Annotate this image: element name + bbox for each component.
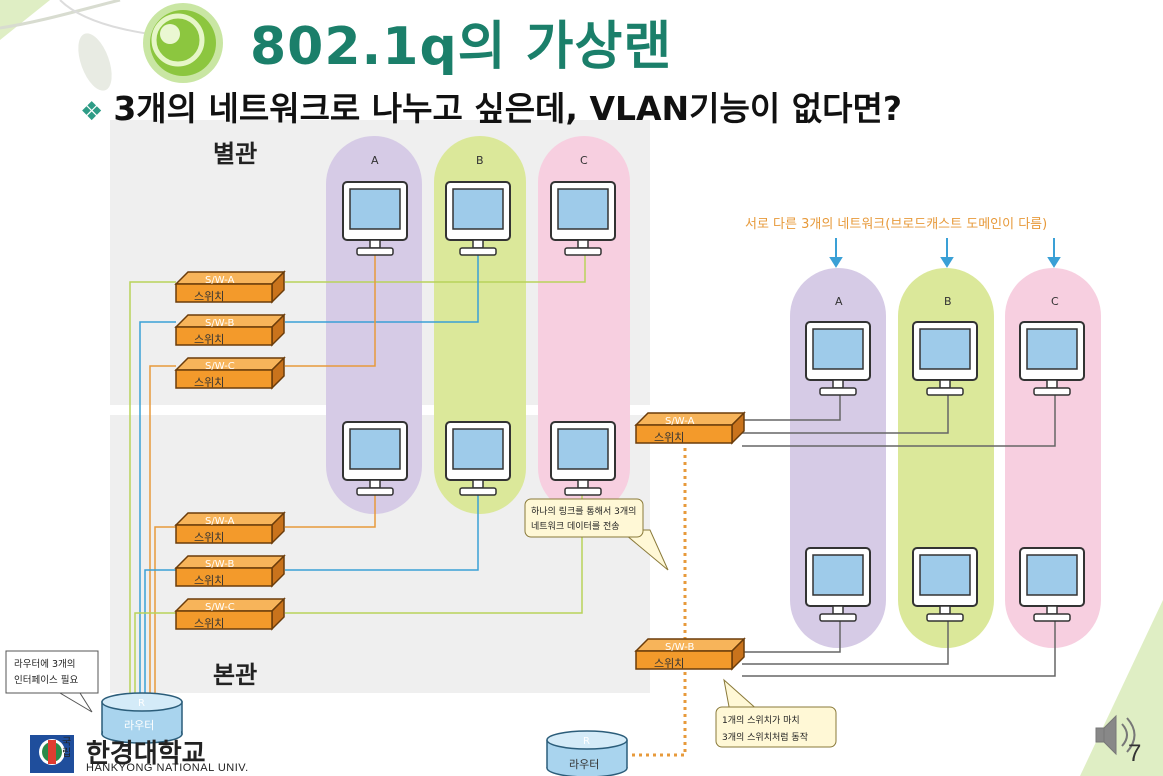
left-group-b-label: B [476, 154, 484, 167]
router-left-body: 라우터 [124, 719, 154, 732]
switch-body-label: 스위치 [194, 333, 224, 346]
callout-switch-line1: 1개의 스위치가 마치 [722, 714, 800, 726]
switch-top-label: S/W-A [205, 516, 235, 527]
switch-body-label: 스위치 [194, 290, 224, 303]
logo-name: 한경대학교 [86, 739, 206, 769]
switch-top-label: S/W-A [205, 275, 235, 286]
slide-number: 7 [1128, 740, 1142, 767]
slide-bullet: ❖ 3개의 네트워크로 나누고 싶은데, VLAN기능이 없다면? [80, 82, 902, 130]
switch-right-a-top: S/W-A [665, 416, 695, 427]
callout-router-line1: 라우터에 3개의 [14, 659, 76, 670]
callout-switch-line2: 3개의 스위치처럼 동작 [722, 731, 808, 743]
router-left [101, 692, 183, 744]
speaker-icon [1095, 714, 1136, 756]
slide-title: 802.1q의 가상랜 [250, 17, 673, 77]
decor-leaves [0, 0, 201, 91]
title-ball-icon [143, 3, 223, 83]
right-group-c-label: C [1051, 295, 1059, 308]
switch-body-label: 스위치 [194, 376, 224, 389]
left-links [129, 250, 586, 705]
router-right-label: R [583, 736, 590, 747]
callout-link-line1: 하나의 링크를 통해서 3개의 [531, 505, 636, 517]
switch-top-label: S/W-B [205, 318, 234, 329]
left-group-a-label: A [371, 154, 379, 167]
router-left-label: R [138, 698, 145, 709]
logo-english: HANKYONG NATIONAL UNIV. [86, 762, 249, 774]
left-group-c-label: C [580, 154, 588, 167]
callout-link-line2: 네트워크 데이터를 전송 [531, 521, 620, 532]
switch-top-label: S/W-B [205, 559, 234, 570]
switch-body-label: 스위치 [194, 574, 224, 587]
callout-router-line2: 인터페이스 필요 [14, 674, 78, 686]
logo-emblem-icon [30, 735, 74, 773]
router-right-body: 라우터 [569, 758, 599, 771]
switch-body-label: 스위치 [194, 531, 224, 544]
callout-router [5, 650, 99, 713]
right-heading: 서로 다른 3개의 네트워크(브로드캐스트 도메인이 다름) [745, 217, 1047, 232]
switch-top-label: S/W-C [205, 602, 235, 613]
switch-right-a-body: 스위치 [654, 431, 684, 444]
callout-switch [715, 678, 837, 748]
building-top-label: 별관 [213, 140, 257, 168]
right-group-a-label: A [835, 295, 843, 308]
bullet-diamond-icon: ❖ [80, 97, 104, 127]
switch-top-label: S/W-C [205, 361, 235, 372]
switch-right-b-top: S/W-B [665, 642, 694, 653]
right-group-b-label: B [944, 295, 952, 308]
building-bottom-label: 본관 [213, 661, 257, 689]
switch-right-b-body: 스위치 [654, 657, 684, 670]
right-links [742, 392, 1056, 677]
bullet-text: 3개의 네트워크로 나누고 싶은데, VLAN기능이 없다면? [113, 89, 902, 128]
switch-body-label: 스위치 [194, 617, 224, 630]
callout-link [524, 498, 669, 571]
heading-arrows [829, 238, 1061, 268]
router-right [546, 730, 628, 776]
